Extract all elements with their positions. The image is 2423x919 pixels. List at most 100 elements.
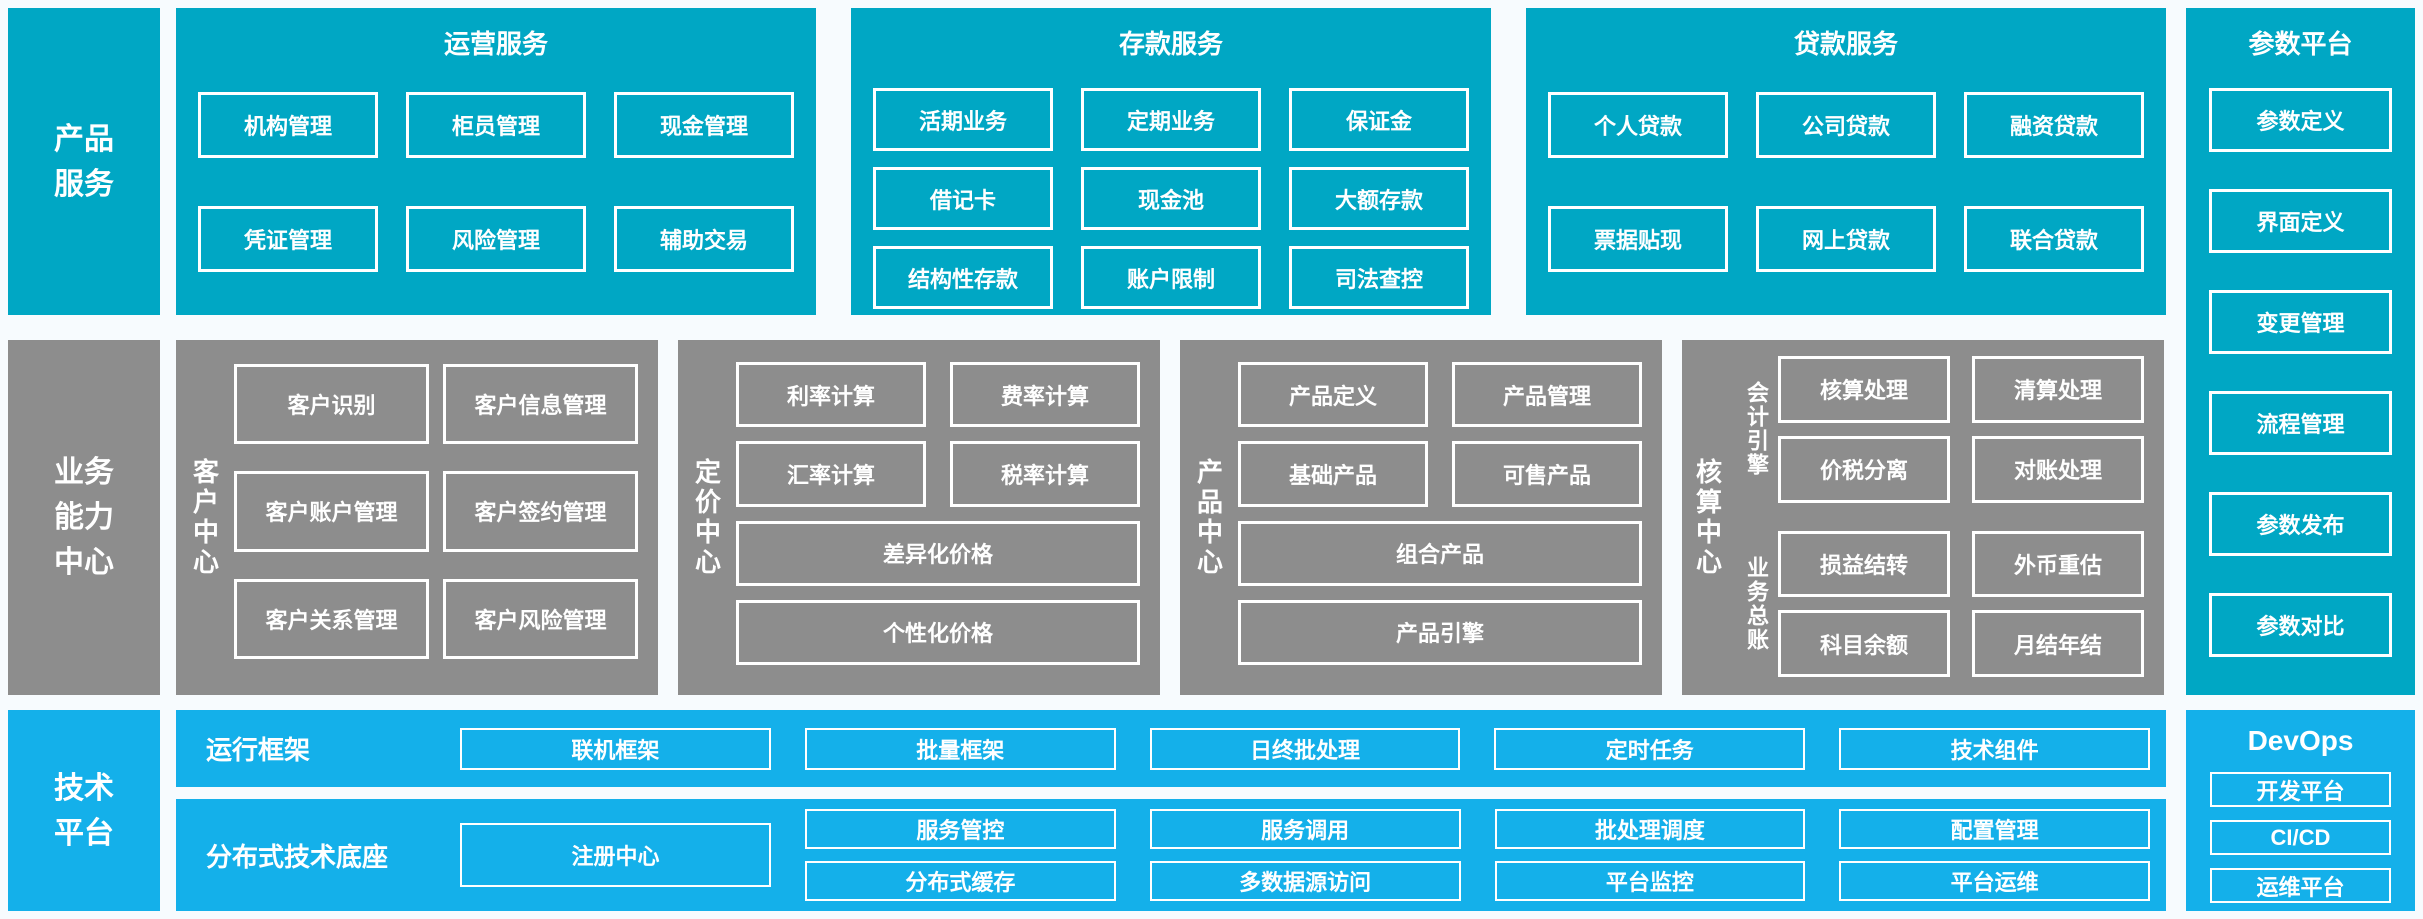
center-pricing: 定价中心 利率计算 费率计算 汇率计算 税率计算 差异化价格 个性化价格 [678, 340, 1160, 695]
deposit-item: 保证金 [1289, 88, 1469, 151]
pricing-item: 汇率计算 [736, 441, 926, 507]
devops-item: 开发平台 [2210, 772, 2391, 807]
customer-item: 客户信息管理 [443, 364, 638, 445]
side-label-technology-platform: 技术 平台 [8, 710, 160, 911]
pricing-item-wide: 差异化价格 [736, 520, 1140, 586]
runtime-item: 联机框架 [460, 727, 771, 770]
operations-item: 机构管理 [198, 92, 378, 158]
accounting-item: 损益结转 [1778, 530, 1950, 598]
loan-item: 公司贷款 [1756, 92, 1936, 158]
base-item: 平台监控 [1494, 861, 1806, 901]
operations-item: 辅助交易 [614, 206, 794, 272]
bar-distributed-tech-base: 分布式技术底座 注册中心 服务管控 服务调用 批处理调度 配置管理 分布式缓存 … [176, 799, 2166, 911]
section-loan-services: 贷款服务 个人贷款 公司贷款 融资贷款 票据贴现 网上贷款 联合贷款 [1526, 8, 2166, 315]
loan-item: 个人贷款 [1548, 92, 1728, 158]
section-operations-services: 运营服务 机构管理 柜员管理 现金管理 凭证管理 风险管理 辅助交易 [176, 8, 816, 315]
section-deposit-services: 存款服务 活期业务 定期业务 保证金 借记卡 现金池 大额存款 结构性存款 账户… [851, 8, 1491, 315]
accounting-engine-group: 会计引擎 核算处理 清算处理 价税分离 对账处理 [1734, 356, 2144, 503]
center-product: 产品中心 产品定义 产品管理 基础产品 可售产品 组合产品 产品引擎 [1180, 340, 1662, 695]
bar-runtime-framework: 运行框架 联机框架 批量框架 日终批处理 定时任务 技术组件 [176, 710, 2166, 787]
customer-item: 客户账户管理 [234, 471, 429, 552]
deposit-item: 现金池 [1081, 167, 1261, 230]
base-item: 多数据源访问 [1149, 861, 1461, 901]
side-label-line: 能力 [54, 501, 114, 534]
accounting-item: 对账处理 [1972, 435, 2144, 503]
base-item: 分布式缓存 [805, 861, 1116, 901]
section-parameter-platform: 参数平台 参数定义 界面定义 变更管理 流程管理 参数发布 参数对比 [2186, 8, 2415, 695]
runtime-items: 联机框架 批量框架 日终批处理 定时任务 技术组件 [460, 727, 2150, 770]
customer-grid: 客户识别 客户信息管理 客户账户管理 客户签约管理 客户关系管理 客户风险管理 [234, 364, 638, 659]
parameter-item: 参数发布 [2209, 492, 2392, 556]
side-label-line: 服务 [54, 167, 114, 201]
runtime-item: 批量框架 [804, 727, 1116, 770]
runtime-item: 定时任务 [1494, 727, 1806, 770]
deposit-item: 活期业务 [873, 88, 1053, 151]
pricing-item: 利率计算 [736, 362, 926, 428]
accounting-ledger-grid: 损益结转 外币重估 科目余额 月结年结 [1778, 530, 2144, 677]
base-item: 配置管理 [1839, 809, 2150, 849]
side-label-product-services: 产品 服务 [8, 8, 160, 315]
customer-item: 客户关系管理 [234, 578, 429, 659]
accounting-item: 价税分离 [1778, 435, 1950, 503]
side-label-line: 业务 [54, 456, 114, 489]
product-grid: 产品定义 产品管理 基础产品 可售产品 组合产品 产品引擎 [1238, 362, 1642, 665]
bar-label: 分布式技术底座 [206, 841, 389, 872]
base-grid: 服务管控 服务调用 批处理调度 配置管理 分布式缓存 多数据源访问 平台监控 平… [805, 809, 2150, 901]
deposit-item: 司法查控 [1289, 246, 1469, 309]
section-title: DevOps [2247, 725, 2354, 756]
accounting-item: 核算处理 [1778, 356, 1950, 423]
group-label: 会计引擎 [1744, 381, 1769, 478]
bar-label: 运行框架 [206, 735, 311, 765]
center-accounting: 核算中心 会计引擎 核算处理 清算处理 价税分离 对账处理 业务总账 损益结转 … [1682, 340, 2164, 695]
customer-item: 客户签约管理 [443, 471, 638, 552]
runtime-item: 日终批处理 [1149, 727, 1461, 770]
pricing-item: 费率计算 [950, 362, 1140, 428]
parameter-item: 参数定义 [2209, 88, 2392, 152]
product-item: 产品定义 [1238, 362, 1428, 428]
registry-center-box: 注册中心 [460, 823, 771, 887]
base-item: 批处理调度 [1494, 809, 1806, 849]
parameter-item: 变更管理 [2209, 290, 2392, 354]
deposit-grid: 活期业务 定期业务 保证金 借记卡 现金池 大额存款 结构性存款 账户限制 司法… [873, 88, 1469, 309]
center-label: 定价中心 [691, 457, 722, 578]
product-item: 基础产品 [1238, 441, 1428, 507]
accounting-item: 科目余额 [1778, 610, 1950, 677]
product-item: 可售产品 [1452, 441, 1642, 507]
side-label-line: 中心 [54, 546, 114, 579]
runtime-item: 技术组件 [1839, 727, 2150, 770]
side-label-business-capability-center: 业务 能力 中心 [8, 340, 160, 695]
parameter-item: 参数对比 [2209, 593, 2392, 657]
side-label-line: 技术 [54, 771, 114, 805]
accounting-item: 外币重估 [1972, 530, 2144, 598]
section-devops: DevOps 开发平台 CI/CD 运维平台 [2186, 710, 2415, 911]
center-customer: 客户中心 客户识别 客户信息管理 客户账户管理 客户签约管理 客户关系管理 客户… [176, 340, 658, 695]
group-label: 业务总账 [1744, 555, 1769, 652]
devops-item: 运维平台 [2210, 868, 2391, 903]
operations-item: 凭证管理 [198, 206, 378, 272]
accounting-ledger-group: 业务总账 损益结转 外币重估 科目余额 月结年结 [1734, 530, 2144, 677]
deposit-item: 借记卡 [873, 167, 1053, 230]
operations-grid: 机构管理 柜员管理 现金管理 凭证管理 风险管理 辅助交易 [198, 92, 794, 272]
center-label: 产品中心 [1193, 457, 1224, 578]
center-label: 核算中心 [1692, 457, 1723, 578]
accounting-groups: 会计引擎 核算处理 清算处理 价税分离 对账处理 业务总账 损益结转 外币重估 … [1734, 356, 2144, 677]
side-label-line: 产品 [54, 122, 114, 156]
section-title: 参数平台 [2248, 28, 2353, 59]
product-item-wide: 组合产品 [1238, 520, 1642, 586]
customer-item: 客户识别 [234, 364, 429, 445]
loan-item: 票据贴现 [1548, 206, 1728, 272]
deposit-item: 定期业务 [1081, 88, 1261, 151]
accounting-engine-grid: 核算处理 清算处理 价税分离 对账处理 [1778, 356, 2144, 503]
section-title: 运营服务 [443, 28, 548, 59]
operations-item: 柜员管理 [406, 92, 586, 158]
product-item: 产品管理 [1452, 362, 1642, 428]
devops-item: CI/CD [2210, 820, 2391, 855]
accounting-item: 月结年结 [1972, 610, 2144, 677]
loan-item: 融资贷款 [1964, 92, 2144, 158]
section-title: 贷款服务 [1793, 28, 1898, 59]
loan-item: 联合贷款 [1964, 206, 2144, 272]
base-item: 服务调用 [1149, 809, 1461, 849]
parameter-item: 流程管理 [2209, 391, 2392, 455]
deposit-item: 结构性存款 [873, 246, 1053, 309]
